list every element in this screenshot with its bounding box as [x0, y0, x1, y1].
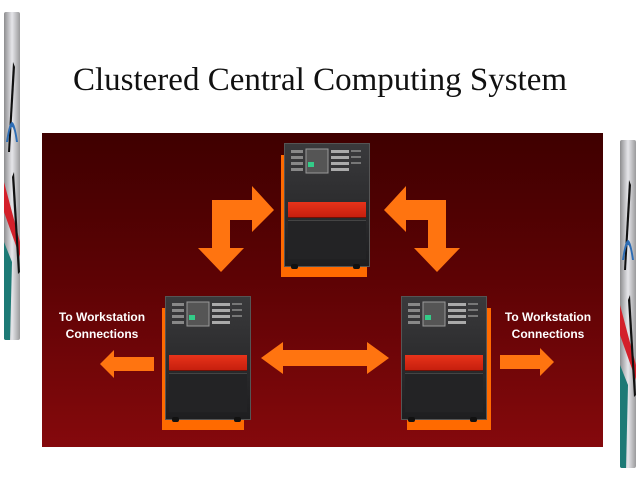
label-line: Connections	[65, 327, 139, 341]
server-control-panel	[408, 301, 480, 329]
right-workstation-label: To Workstation Connections	[496, 309, 600, 343]
arrow-right-to-workstations	[500, 348, 554, 376]
arrow-left-to-workstations	[100, 350, 154, 378]
server-control-panel	[172, 301, 244, 329]
server-highlight	[281, 267, 367, 277]
server-highlight	[407, 420, 491, 430]
left-workstation-label: To Workstation Connections	[50, 309, 154, 343]
label-line: To Workstation	[58, 310, 146, 324]
server-drawer	[405, 355, 483, 371]
server-wheel	[470, 417, 477, 422]
server-drawer	[288, 202, 366, 218]
server-wheel	[408, 417, 415, 422]
server-highlight	[281, 155, 285, 277]
server-cabinet	[165, 296, 251, 422]
server-cabinet	[284, 143, 370, 269]
horizontal-bidirectional-arrow	[261, 342, 389, 374]
server-lower-panel	[169, 373, 247, 412]
server-wheel	[234, 417, 241, 422]
decorative-side-bar-left	[4, 12, 20, 340]
server-wheel	[291, 264, 298, 269]
server-lower-panel	[405, 373, 483, 412]
bent-bidirectional-arrow-left	[198, 186, 274, 272]
server-wheel	[172, 417, 179, 422]
label-line: Connections	[511, 327, 585, 341]
server-cabinet	[401, 296, 487, 422]
server-highlight	[162, 420, 244, 430]
label-line: To Workstation	[504, 310, 592, 324]
server-drawer	[169, 355, 247, 371]
server-lower-panel	[288, 220, 366, 259]
server-highlight	[162, 308, 166, 430]
decorative-side-bar-right	[620, 140, 636, 468]
server-wheel	[353, 264, 360, 269]
bent-bidirectional-arrow-right	[384, 186, 460, 272]
server-control-panel	[291, 148, 363, 176]
slide-title: Clustered Central Computing System	[72, 62, 568, 98]
